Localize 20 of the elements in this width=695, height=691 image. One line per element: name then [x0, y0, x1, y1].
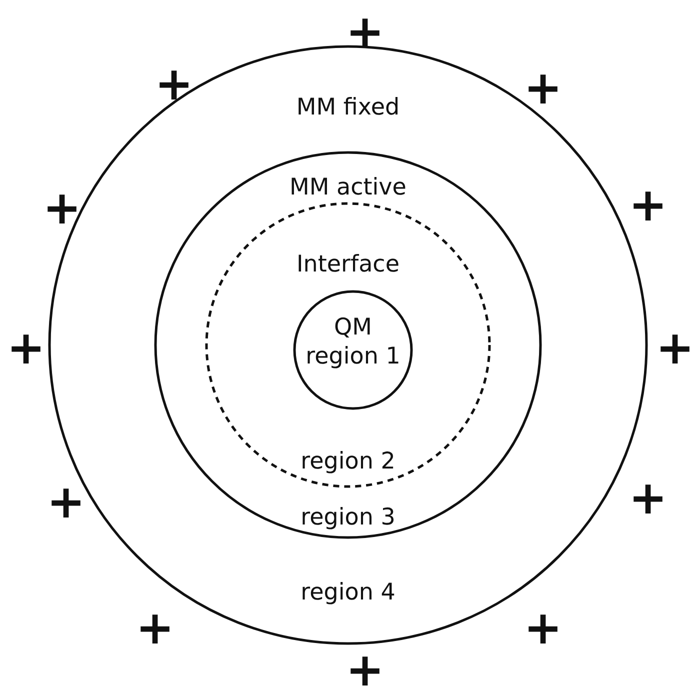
charge-sign: + [6, 331, 46, 365]
region-label: region 4 [300, 580, 396, 606]
region-label: MM fixed [296, 95, 400, 121]
charge-sign: + [628, 481, 668, 515]
charge-sign: + [628, 188, 668, 222]
region-label: region 2 [300, 449, 396, 475]
charge-sign: + [42, 191, 82, 225]
charge-sign: + [524, 611, 562, 645]
region-label: region 3 [300, 505, 396, 531]
region-label: QM [334, 315, 372, 341]
charge-sign: + [656, 331, 694, 365]
charge-sign: + [346, 653, 384, 687]
region-label: Interface [296, 252, 400, 278]
region-label: MM active [290, 175, 406, 201]
charge-sign: + [524, 71, 562, 105]
charge-sign: + [154, 67, 194, 101]
charge-sign: + [346, 15, 384, 49]
region-label: region 1 [306, 344, 400, 370]
charge-sign: + [136, 611, 174, 645]
charge-sign: + [46, 485, 86, 519]
